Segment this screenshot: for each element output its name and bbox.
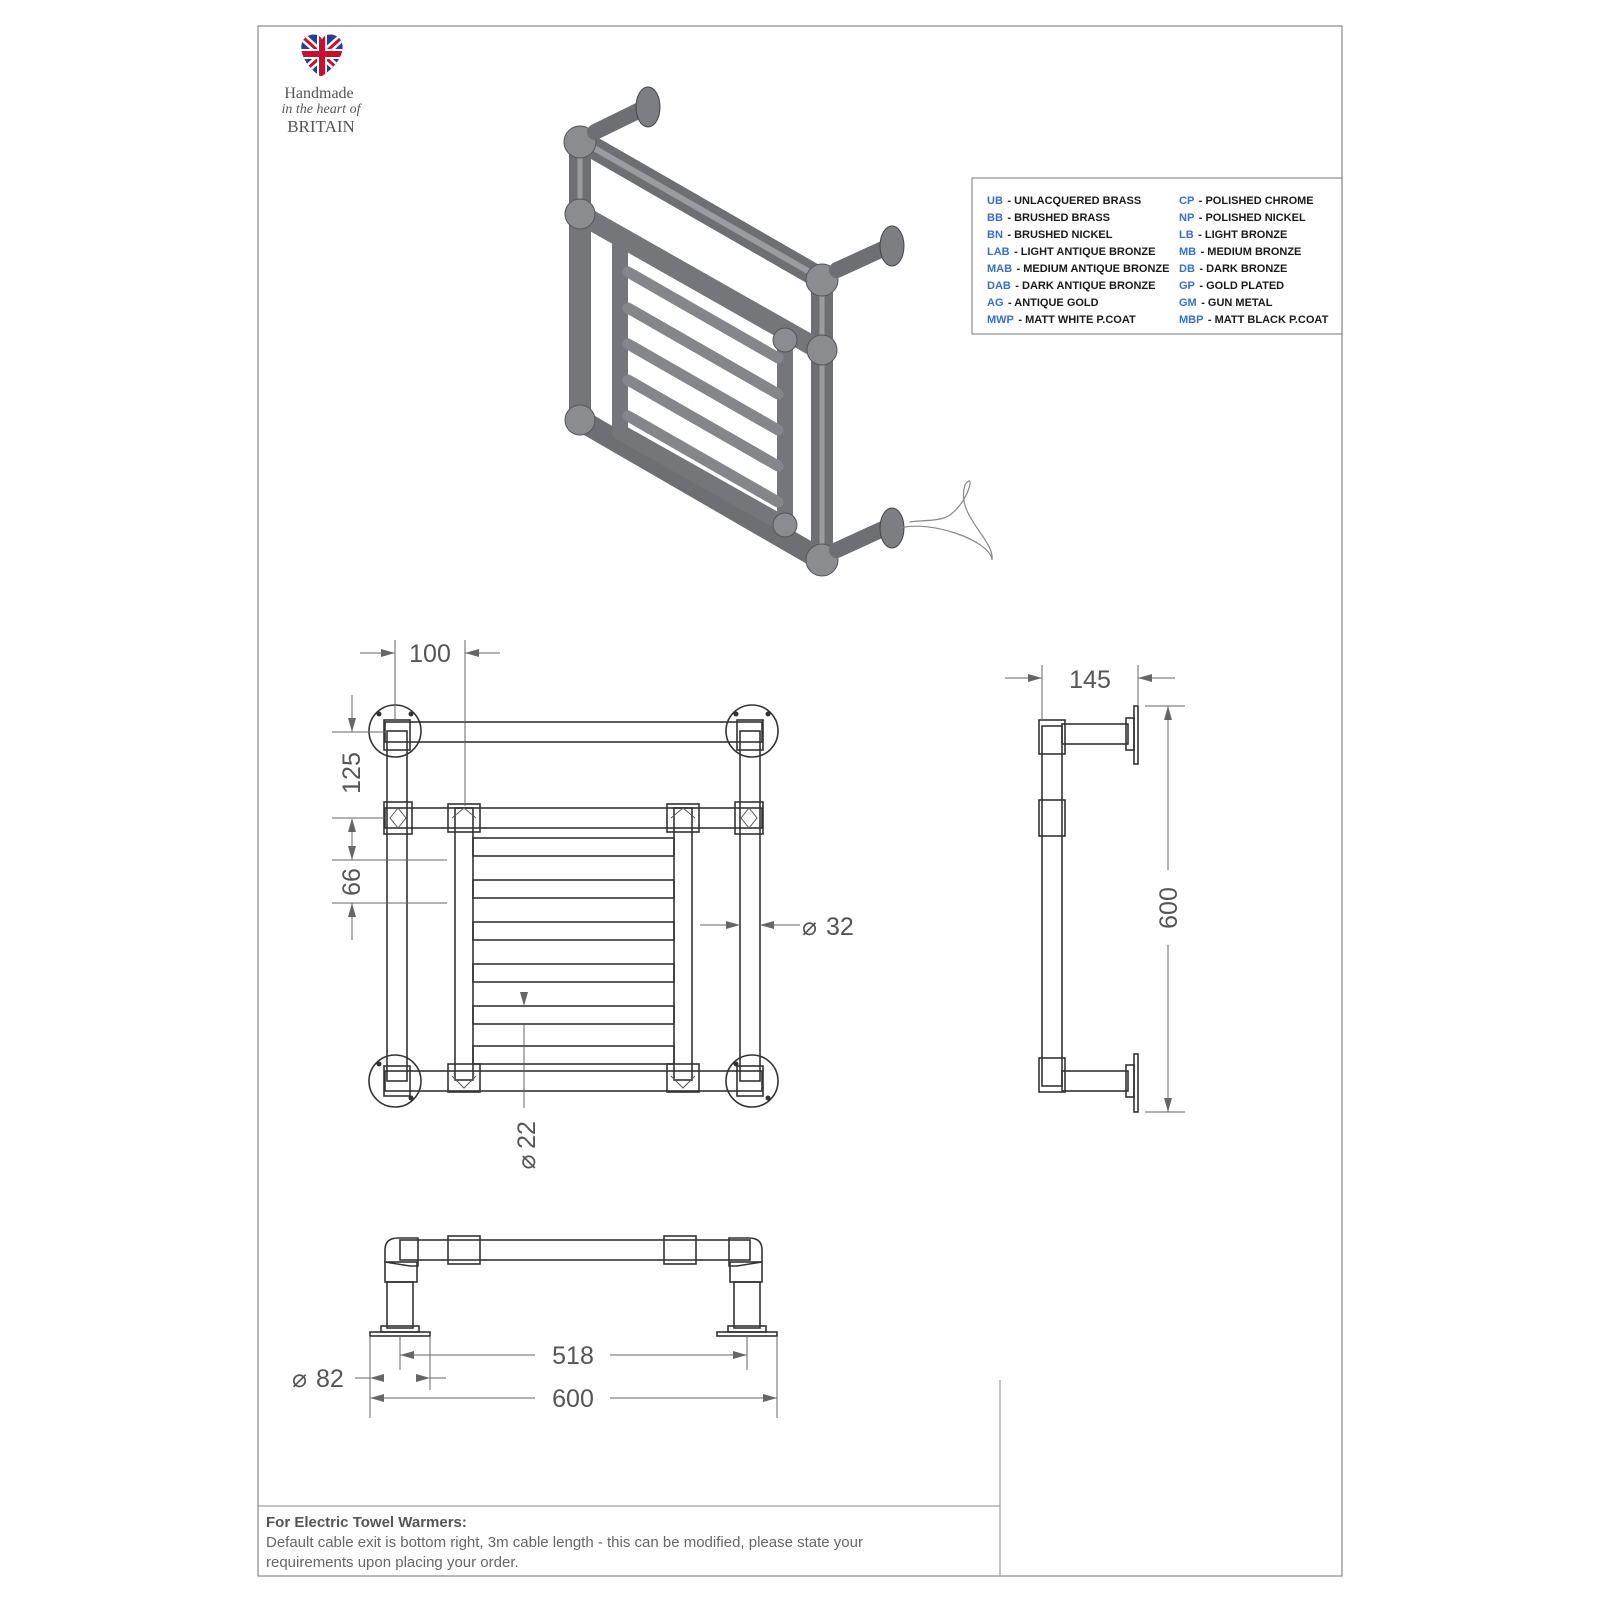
finish-item: NP - POLISHED NICKEL	[1179, 208, 1306, 225]
finish-code: NP	[1179, 212, 1194, 224]
electric-note: For Electric Towel Warmers: Default cabl…	[266, 1514, 863, 1571]
finishes-legend-box	[971, 177, 1343, 335]
finish-name: - ANTIQUE GOLD	[1008, 297, 1099, 309]
finish-name: - LIGHT ANTIQUE BRONZE	[1014, 246, 1155, 258]
dim-top-gap: 125	[338, 752, 366, 794]
dim-depth: 145	[1069, 666, 1111, 694]
isometric-render	[563, 86, 993, 577]
note-title: For Electric Towel Warmers:	[266, 1514, 467, 1531]
finish-name: - DARK BRONZE	[1199, 263, 1287, 275]
finish-name: - DARK ANTIQUE BRONZE	[1015, 280, 1155, 292]
finish-item: MB - MEDIUM BRONZE	[1179, 242, 1301, 259]
dim-rail-offset: 100	[409, 640, 451, 668]
side-elevation: 145 600	[1005, 665, 1185, 1113]
finish-item: BB - BRUSHED BRASS	[987, 208, 1110, 225]
finish-item: MBP - MATT BLACK P.COAT	[1179, 310, 1329, 327]
finish-code: AG	[987, 297, 1004, 309]
finish-name: - GUN METAL	[1201, 297, 1273, 309]
finish-name: - POLISHED CHROME	[1199, 195, 1314, 207]
dim-bar-pitch: 66	[338, 868, 366, 896]
finish-name: - MATT WHITE P.COAT	[1018, 314, 1136, 326]
dia-symbol: ⌀	[292, 1365, 307, 1393]
plan-view: 518 600 ⌀ 82	[292, 1235, 778, 1418]
finish-name: - BRUSHED NICKEL	[1007, 229, 1112, 241]
dim-width: 600	[552, 1385, 594, 1413]
handmade-in-britain-logo: Handmade in the heart of BRITAIN	[282, 34, 363, 136]
finish-item: UB - UNLACQUERED BRASS	[987, 191, 1141, 208]
dia-symbol: ⌀	[513, 1154, 541, 1169]
finish-item: MWP - MATT WHITE P.COAT	[987, 310, 1136, 327]
finish-item: BN - BRUSHED NICKEL	[987, 225, 1113, 242]
finish-name: - BRUSHED BRASS	[1007, 212, 1110, 224]
dia-symbol: ⌀	[802, 913, 817, 941]
note-line-2: requirements upon placing your order.	[266, 1554, 519, 1571]
logo-line-3: BRITAIN	[287, 117, 355, 136]
logo-line-2: in the heart of	[282, 102, 363, 117]
union-jack-heart-icon	[301, 34, 343, 76]
finish-item: CP - POLISHED CHROME	[1179, 191, 1314, 208]
finish-item: LB - LIGHT BRONZE	[1179, 225, 1287, 242]
finish-code: MBP	[1179, 314, 1203, 326]
finish-name: - POLISHED NICKEL	[1199, 212, 1306, 224]
finish-code: LAB	[987, 246, 1010, 258]
finish-code: MB	[1179, 246, 1196, 258]
dim-pipe-dia: 32	[826, 913, 854, 941]
finish-item: GP - GOLD PLATED	[1179, 276, 1284, 293]
finish-item: DB - DARK BRONZE	[1179, 259, 1287, 276]
finish-name: - UNLACQUERED BRASS	[1007, 195, 1141, 207]
note-line-1: Default cable exit is bottom right, 3m c…	[266, 1534, 863, 1551]
logo-line-1: Handmade	[284, 85, 353, 102]
finish-name: - LIGHT BRONZE	[1198, 229, 1287, 241]
finish-name: - MATT BLACK P.COAT	[1208, 314, 1329, 326]
finish-code: UB	[987, 195, 1003, 207]
finish-item: AG - ANTIQUE GOLD	[987, 293, 1099, 310]
finish-item: LAB - LIGHT ANTIQUE BRONZE	[987, 242, 1155, 259]
front-elevation: 100 125 66 ⌀ 32 22 ⌀	[332, 640, 854, 1170]
finish-code: LB	[1179, 229, 1194, 241]
dim-height: 600	[1155, 887, 1183, 929]
finish-code: GM	[1179, 297, 1197, 309]
dim-flange-dia: 82	[316, 1365, 344, 1393]
dim-bar-dia: 22	[513, 1121, 541, 1149]
finish-item: MAB - MEDIUM ANTIQUE BRONZE	[987, 259, 1170, 276]
finish-name: - MEDIUM BRONZE	[1201, 246, 1302, 258]
finish-code: BB	[987, 212, 1003, 224]
finish-item: DAB - DARK ANTIQUE BRONZE	[987, 276, 1155, 293]
dim-centres: 518	[552, 1342, 594, 1370]
finish-name: - MEDIUM ANTIQUE BRONZE	[1017, 263, 1170, 275]
finish-item: GM - GUN METAL	[1179, 293, 1273, 310]
finish-code: CP	[1179, 195, 1194, 207]
sheet-border	[257, 25, 1343, 1577]
finish-code: DAB	[987, 280, 1011, 292]
finish-code: MWP	[987, 314, 1014, 326]
finish-code: DB	[1179, 263, 1195, 275]
finish-name: - GOLD PLATED	[1199, 280, 1284, 292]
finish-code: GP	[1179, 280, 1195, 292]
finish-code: MAB	[987, 263, 1012, 275]
finish-code: BN	[987, 229, 1003, 241]
